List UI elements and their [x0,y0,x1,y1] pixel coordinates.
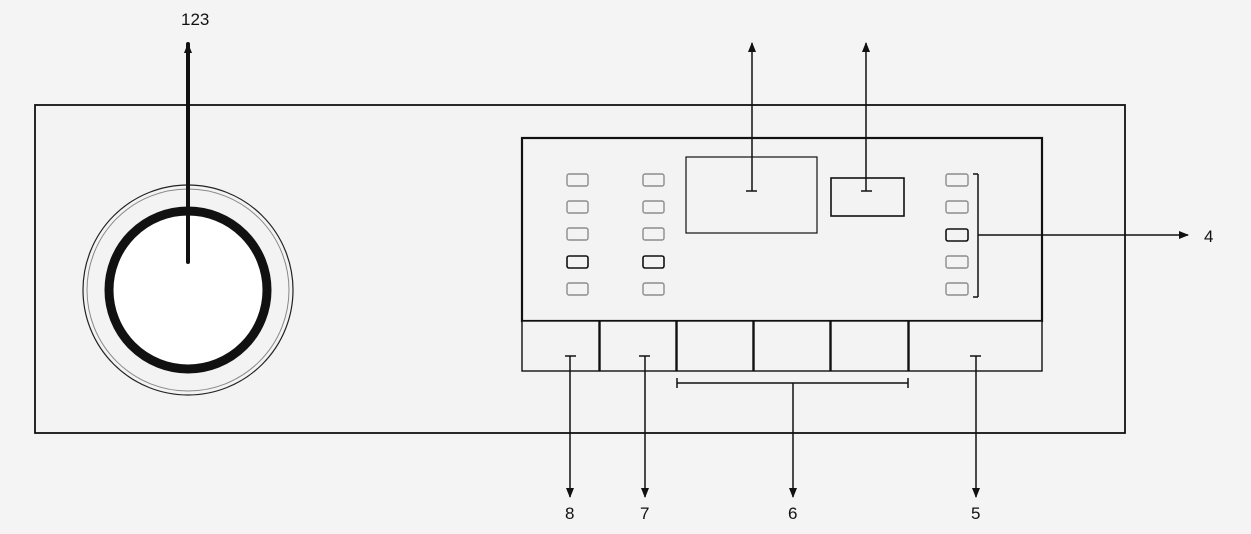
callout-label-function-buttons: 6 [788,504,798,523]
indicator-light [945,228,969,242]
callout-label-button-2: 7 [640,504,650,523]
indicator-light [642,227,665,241]
indicator-light [566,173,589,187]
button-2[interactable] [599,320,677,372]
indicator-light [945,200,969,214]
indicator-light [642,255,665,269]
callout-label-button-large: 5 [971,504,981,523]
indicator-light [566,255,589,269]
indicator-light [566,227,589,241]
indicator-light [642,200,665,214]
indicator-light [945,173,969,187]
callout-label-dial: 123 [181,10,210,29]
function-button-b[interactable] [753,320,831,372]
indicator-column-right [945,173,969,296]
indicator-light [642,173,665,187]
indicator-column-middle [642,173,665,296]
callout-label-button-1: 8 [565,504,575,523]
indicator-light [642,282,665,296]
indicator-column-left [566,173,589,296]
button-row [521,320,1043,372]
indicator-light [945,282,969,296]
small-display-screen [830,177,905,217]
indicator-light [566,282,589,296]
button-1[interactable] [521,320,600,372]
indicator-light [945,255,969,269]
function-button-a[interactable] [676,320,754,372]
callout-label-right-indicators: 4 [1204,227,1214,246]
function-button-c[interactable] [830,320,909,372]
indicator-light [566,200,589,214]
